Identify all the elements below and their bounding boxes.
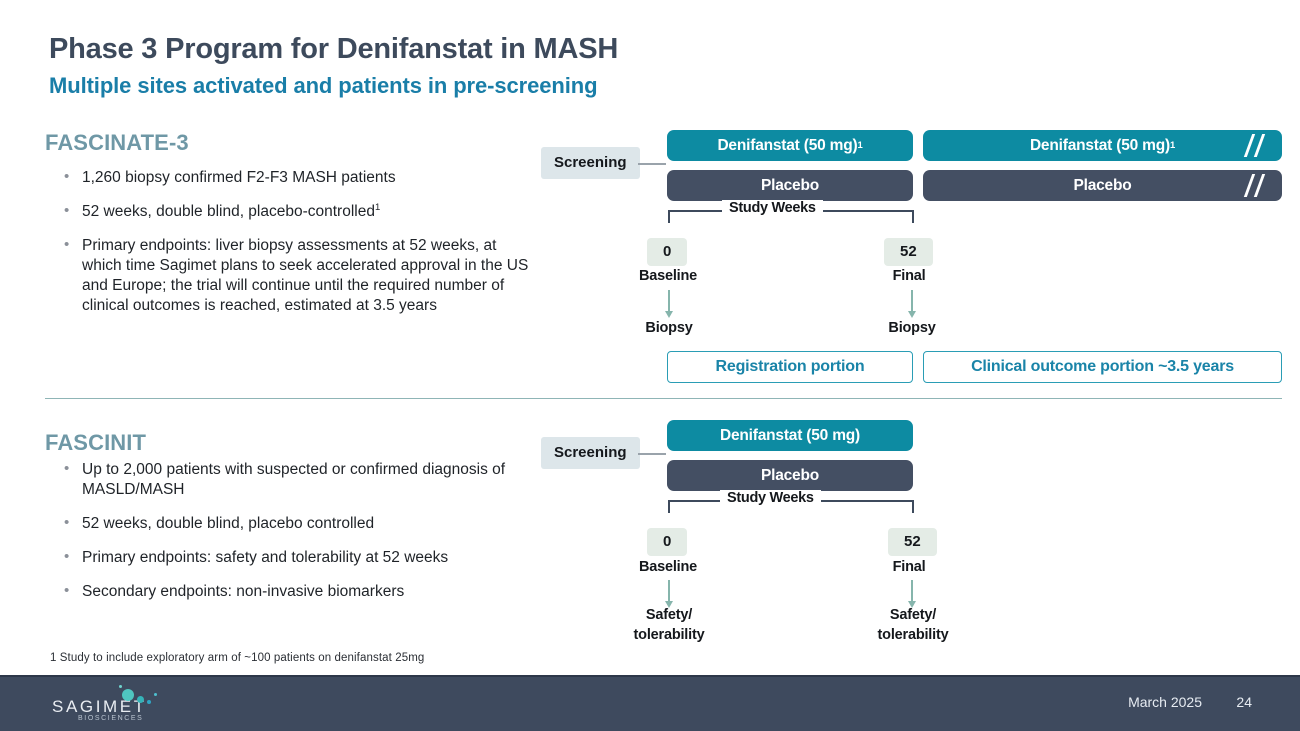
connector-line bbox=[638, 163, 666, 165]
axis-tick-start bbox=[668, 500, 670, 513]
list-item: Primary endpoints: liver biopsy assessme… bbox=[62, 235, 532, 316]
axis-tick-start bbox=[668, 210, 670, 223]
placebo-arm-bar-left: Placebo bbox=[667, 170, 913, 201]
page-subtitle: Multiple sites activated and patients in… bbox=[49, 73, 598, 98]
placebo-arm-bar-right: Placebo bbox=[923, 170, 1282, 201]
treatment-arm-label: Denifanstat (50 mg) bbox=[717, 136, 858, 154]
list-item: Secondary endpoints: non-invasive biomar… bbox=[62, 581, 542, 602]
week-chip-start: 0 bbox=[647, 528, 688, 556]
screening-chip: Screening bbox=[541, 147, 640, 179]
connector-line bbox=[638, 453, 666, 455]
timepoint-label-final: Final bbox=[892, 268, 926, 284]
list-item: Up to 2,000 patients with suspected or c… bbox=[62, 459, 542, 500]
section-divider bbox=[45, 398, 1282, 399]
down-arrow-icon-start bbox=[664, 290, 673, 318]
week-chip-end: 52 bbox=[888, 528, 937, 556]
footnote-text: 1 Study to include exploratory arm of ~1… bbox=[50, 652, 425, 664]
treatment-arm-label: Denifanstat (50 mg) bbox=[1029, 136, 1170, 154]
week-chip-start: 0 bbox=[647, 238, 688, 266]
bullet-text: Secondary endpoints: non-invasive biomar… bbox=[82, 582, 405, 600]
treatment-arm-bar: Denifanstat (50 mg) bbox=[667, 420, 913, 451]
axis-tick-end bbox=[912, 500, 914, 513]
bullet-list-fascinit: Up to 2,000 patients with suspected or c… bbox=[62, 459, 542, 616]
list-item: 1,260 biopsy confirmed F2-F3 MASH patien… bbox=[62, 167, 532, 188]
break-mark-icon bbox=[1243, 130, 1268, 161]
footnote-marker: 1 bbox=[1169, 140, 1176, 151]
registration-portion-box: Registration portion bbox=[667, 351, 913, 383]
footer-date: March 2025 bbox=[1128, 694, 1202, 710]
timepoint-label-baseline: Baseline bbox=[638, 268, 698, 284]
footnote-marker: 1 bbox=[374, 201, 381, 213]
logo-wordmark: SAGIMET bbox=[52, 697, 147, 716]
bullet-text: 1,260 biopsy confirmed F2-F3 MASH patien… bbox=[82, 169, 396, 186]
axis-tick-end bbox=[912, 210, 914, 223]
timepoint-label-final: Final bbox=[892, 559, 926, 575]
placebo-arm-label: Placebo bbox=[1073, 176, 1132, 194]
treatment-arm-bar-right: Denifanstat (50 mg)1 bbox=[923, 130, 1282, 161]
list-item: 52 weeks, double blind, placebo-controll… bbox=[62, 201, 532, 222]
screening-chip: Screening bbox=[541, 437, 640, 469]
axis-label: Study Weeks bbox=[720, 490, 821, 506]
bullet-text: Primary endpoints: safety and tolerabili… bbox=[82, 548, 449, 566]
bullet-text: 52 weeks, double blind, placebo controll… bbox=[82, 514, 375, 532]
list-item: Primary endpoints: safety and tolerabili… bbox=[62, 547, 542, 568]
logo-tagline: BIOSCIENCES bbox=[78, 715, 144, 722]
bullet-text: Primary endpoints: liver biopsy assessme… bbox=[82, 237, 529, 315]
footer-bar: SAGIMET BIOSCIENCES March 2025 24 bbox=[0, 675, 1300, 731]
placebo-arm-label: Placebo bbox=[760, 466, 820, 484]
placebo-arm-bar: Placebo bbox=[667, 460, 913, 491]
break-mark-icon bbox=[1243, 170, 1268, 201]
assessment-label-end: Safety/ tolerability bbox=[877, 607, 949, 643]
assessment-label-end: Biopsy bbox=[888, 320, 936, 336]
treatment-arm-bar-left: Denifanstat (50 mg)1 bbox=[667, 130, 913, 161]
page-title: Phase 3 Program for Denifanstat in MASH bbox=[49, 33, 619, 65]
assessment-label-start: Safety/ tolerability bbox=[633, 607, 705, 643]
section-heading-fascinate3: FASCINATE-3 bbox=[45, 130, 189, 155]
list-item: 52 weeks, double blind, placebo controll… bbox=[62, 513, 542, 534]
bullet-text: Up to 2,000 patients with suspected or c… bbox=[82, 461, 506, 498]
clinical-outcome-portion-box: Clinical outcome portion ~3.5 years bbox=[923, 351, 1282, 383]
bullet-text: 52 weeks, double blind, placebo-controll… bbox=[82, 203, 375, 221]
section-heading-fascinit: FASCINIT bbox=[45, 430, 147, 455]
page-number: 24 bbox=[1236, 694, 1252, 710]
axis-label: Study Weeks bbox=[722, 200, 823, 216]
timepoint-label-baseline: Baseline bbox=[638, 559, 698, 575]
assessment-label-start: Biopsy bbox=[645, 320, 693, 336]
placebo-arm-label: Placebo bbox=[760, 176, 820, 194]
logo-dots-icon bbox=[116, 685, 176, 709]
bullet-list-fascinate3: 1,260 biopsy confirmed F2-F3 MASH patien… bbox=[62, 167, 532, 330]
down-arrow-icon-start bbox=[664, 580, 673, 608]
sagimet-logo: SAGIMET BIOSCIENCES bbox=[52, 685, 182, 723]
down-arrow-icon-end bbox=[907, 580, 916, 608]
footer-top-rule bbox=[0, 675, 1300, 677]
footnote-marker: 1 bbox=[857, 140, 863, 151]
down-arrow-icon-end bbox=[907, 290, 916, 318]
week-chip-end: 52 bbox=[884, 238, 933, 266]
treatment-arm-label: Denifanstat (50 mg) bbox=[719, 426, 861, 444]
